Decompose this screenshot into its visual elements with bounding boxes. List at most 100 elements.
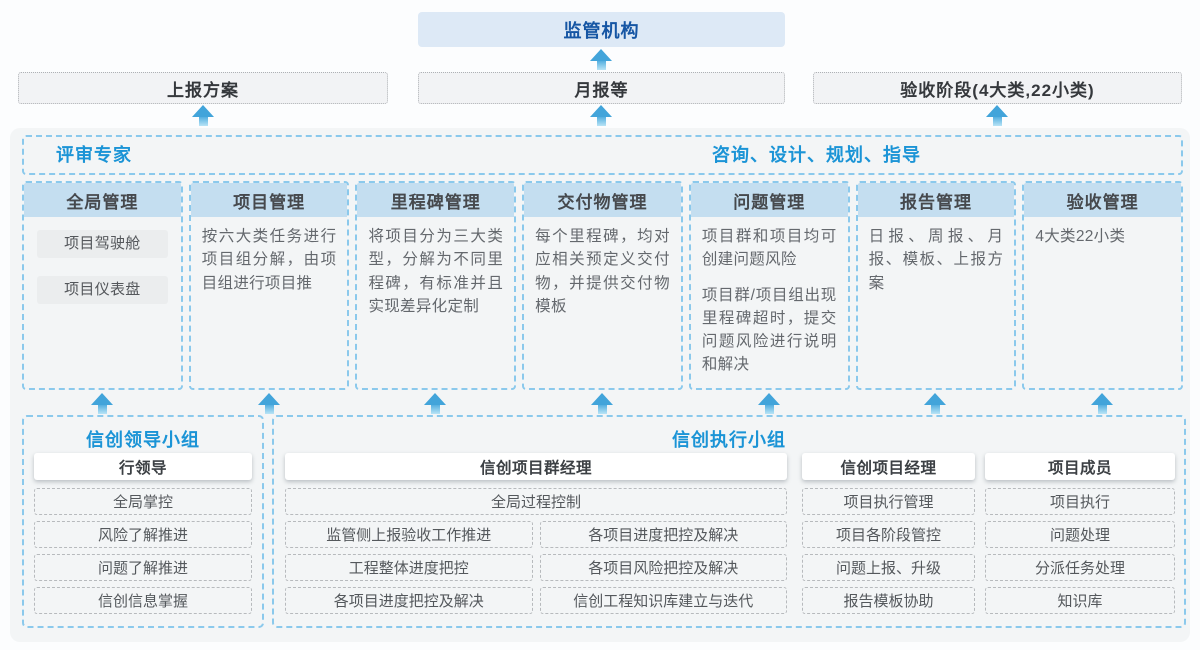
project-member-item: 项目执行 [985,488,1175,515]
project-member-item: 分派任务处理 [985,554,1175,581]
project-manager-item: 报告模板协助 [802,587,975,614]
program-manager-item: 各项目进度把控及解决 [539,521,787,548]
executor-group: 信创执行小组 信创项目群经理 全局过程控制 监管侧上报验收工作推进 各项目进度把… [272,415,1186,628]
column-acceptance-management: 验收管理 4大类22小类 [1022,181,1184,390]
column-title: 验收管理 [1024,183,1182,217]
management-columns: 全局管理 项目驾驶舱 项目仪表盘 项目管理 按六大类任务进行项目组分解，由项目组… [22,181,1184,390]
project-member-item: 知识库 [985,587,1175,614]
leader-group: 信创领导小组 行领导 全局掌控 风险了解推进 问题了解推进 信创信息掌握 [22,415,264,628]
column-body: 项目群和项目均可创建问题风险 项目群/项目组出现里程碑超时，提交问题风险进行说明… [691,217,848,397]
regulator-box: 监管机构 [418,12,785,47]
leader-item: 全局掌控 [34,488,252,515]
executor-group-title: 信创执行小组 [672,430,786,450]
column-report-management: 报告管理 日报、周报、月报、模板、上报方案 [855,181,1017,390]
acceptance-stage-box: 验收阶段(4大类,22小类) [813,72,1182,104]
consulting-label: 咨询、设计、规划、指导 [712,145,922,165]
arrow-head [591,393,613,405]
program-manager-role: 信创项目群经理 [285,453,787,480]
column-deliverable-management: 交付物管理 每个里程碑，均对应相关预定义交付物，并提供交付物模板 [522,181,683,390]
cockpit-pill: 项目驾驶舱 [37,230,168,258]
experts-band: 评审专家 咨询、设计、规划、指导 [22,135,1183,175]
leader-group-title: 信创领导小组 [86,430,200,450]
arrow-stem [264,405,274,414]
up-arrow-icon [758,393,780,414]
leader-item: 信创信息掌握 [34,587,252,614]
bank-leader-role: 行领导 [34,453,252,480]
project-manager-role: 信创项目经理 [802,453,975,480]
report-plan-box: 上报方案 [18,72,388,104]
leader-item: 问题了解推进 [34,554,252,581]
arrow-stem [596,61,606,70]
arrow-stem [992,117,1002,126]
leader-item: 风险了解推进 [34,521,252,548]
column-project-management: 项目管理 按六大类任务进行项目组分解，由项目组进行项目推 [188,181,350,390]
program-manager-item: 各项目进度把控及解决 [285,587,533,614]
platform-container: 评审专家 咨询、设计、规划、指导 全局管理 项目驾驶舱 项目仪表盘 项目管理 按… [10,128,1190,642]
executor-group-content: 信创项目群经理 全局过程控制 监管侧上报验收工作推进 各项目进度把控及解决 工程… [274,453,1184,620]
project-member-column: 项目成员 项目执行 问题处理 分派任务处理 知识库 [985,453,1175,620]
arrow-stem [597,405,607,414]
column-body: 日报、周报、月报、模板、上报方案 [858,217,1015,315]
arrow-stem [430,405,440,414]
column-body: 将项目分为三大类型，分解为不同里程碑，有标准并且实现差异化定制 [357,217,514,338]
arrow-head [590,105,612,117]
arrow-stem [764,405,774,414]
arrow-head [986,105,1008,117]
column-title: 项目管理 [190,183,348,217]
column-title: 报告管理 [857,183,1015,217]
column-text: 4大类22小类 [1035,228,1126,245]
column-issue-management: 问题管理 项目群和项目均可创建问题风险 项目群/项目组出现里程碑超时，提交问题风… [688,181,850,390]
dashboard-pill: 项目仪表盘 [37,276,168,304]
column-body: 每个里程碑，均对应相关预定义交付物，并提供交付物模板 [524,217,681,338]
program-manager-row: 工程整体进度把控 各项目风险把控及解决 [285,554,787,587]
project-member-role: 项目成员 [985,453,1175,480]
column-title: 里程碑管理 [357,183,515,217]
column-milestone-management: 里程碑管理 将项目分为三大类型，分解为不同里程碑，有标准并且实现差异化定制 [355,181,517,390]
program-manager-item: 信创工程知识库建立与迭代 [539,587,787,614]
up-arrow-icon [192,105,214,126]
up-arrow-icon [986,105,1008,126]
arrow-stem [198,117,208,126]
column-title: 交付物管理 [524,183,681,217]
arrow-stem [930,405,940,414]
column-text: 日报、周报、月报、模板、上报方案 [868,228,1004,292]
column-text: 项目群和项目均可创建问题风险 [701,228,837,269]
program-manager-item: 工程整体进度把控 [285,554,533,581]
up-arrow-icon [590,105,612,126]
arrow-stem [97,405,107,414]
column-body: 按六大类任务进行项目组分解，由项目组进行项目推 [191,217,348,315]
column-title: 问题管理 [690,183,848,217]
column-text: 每个里程碑，均对应相关预定义交付物，并提供交付物模板 [535,228,670,315]
column-title: 全局管理 [24,183,181,217]
up-arrow-icon [591,393,613,414]
program-manager-row: 各项目进度把控及解决 信创工程知识库建立与迭代 [285,587,787,620]
review-experts-label: 评审专家 [56,145,132,165]
arrow-head [424,393,446,405]
arrow-stem [1097,405,1107,414]
monthly-report-box: 月报等 [418,72,785,104]
project-member-item: 问题处理 [985,521,1175,548]
arrow-head [1091,393,1113,405]
program-manager-item: 各项目风险把控及解决 [539,554,787,581]
arrow-head [590,49,612,61]
program-manager-row: 监管侧上报验收工作推进 各项目进度把控及解决 [285,521,787,554]
column-body: 4大类22小类 [1024,217,1181,268]
arrow-head [924,393,946,405]
arrow-head [758,393,780,405]
up-arrow-icon [1091,393,1113,414]
arrow-stem [596,117,606,126]
up-arrow-icon [91,393,113,414]
program-manager-item: 全局过程控制 [285,488,787,515]
up-arrow-icon [258,393,280,414]
project-manager-item: 项目各阶段管控 [802,521,975,548]
up-arrow-icon [424,393,446,414]
column-body: 项目驾驶舱 项目仪表盘 [24,217,181,330]
column-text: 将项目分为三大类型，分解为不同里程碑，有标准并且实现差异化定制 [368,228,504,315]
program-manager-item: 监管侧上报验收工作推进 [285,521,533,548]
column-text: 项目群/项目组出现里程碑超时，提交问题风险进行说明和解决 [701,286,837,374]
arrow-head [192,105,214,117]
project-manager-item: 问题上报、升级 [802,554,975,581]
column-global-management: 全局管理 项目驾驶舱 项目仪表盘 [22,181,183,390]
column-text: 按六大类任务进行项目组分解，由项目组进行项目推 [201,228,337,292]
